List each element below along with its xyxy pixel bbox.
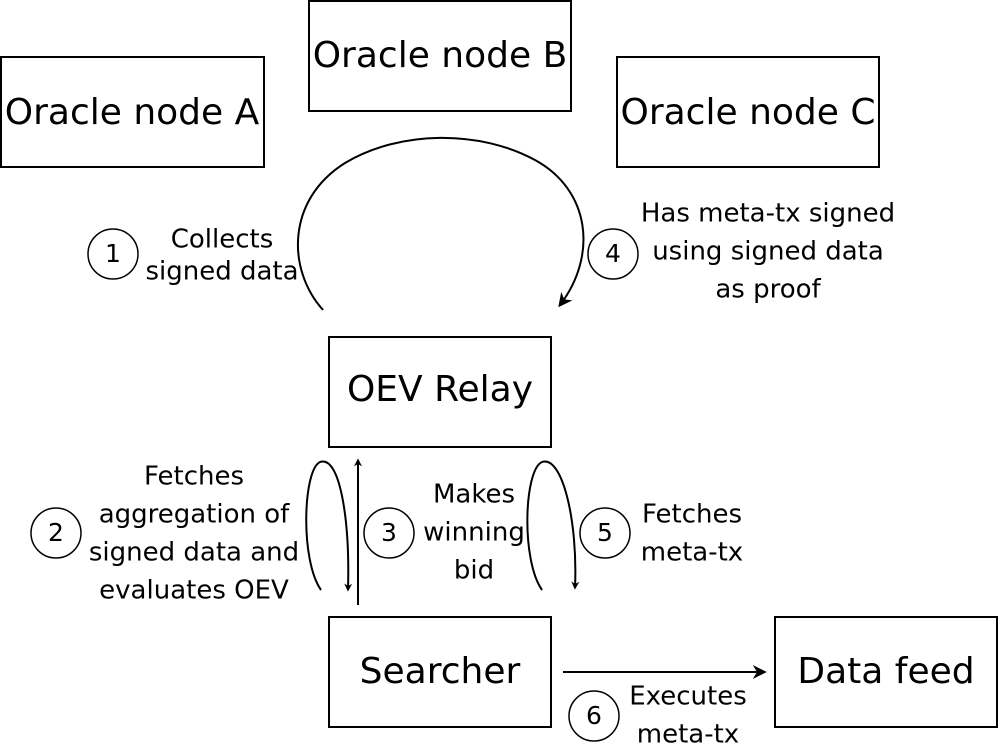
step-3-line-3: bid <box>454 556 494 586</box>
step-4-line-3: as proof <box>715 275 821 305</box>
step-1-marker: 1 <box>87 228 139 280</box>
step-1-line-1: Collects <box>171 225 274 255</box>
oev-relay: OEV Relay <box>328 336 552 448</box>
step-5-marker: 5 <box>579 507 631 559</box>
step-6-number: 6 <box>586 701 602 730</box>
step-4-line-2: using signed data <box>652 237 884 267</box>
step-3-marker: 3 <box>363 507 415 559</box>
step-3-label: Makes winning bid <box>423 480 525 586</box>
oracle-node-b: Oracle node B <box>308 0 572 112</box>
step-5-line-2: meta-tx <box>641 538 743 568</box>
data-feed: Data feed <box>774 616 998 728</box>
step-2-line-1: Fetches <box>144 462 244 492</box>
oev-relay-label: OEV Relay <box>347 369 533 410</box>
step-4-number: 4 <box>605 239 621 268</box>
oracle-node-a: Oracle node A <box>0 56 265 168</box>
step-2-line-4: evaluates OEV <box>99 576 289 606</box>
step-2-marker: 2 <box>30 507 82 559</box>
step-1-line-2: signed data <box>145 257 298 287</box>
step-1-number: 1 <box>105 239 121 268</box>
step-1-label: Collects signed data <box>145 225 298 287</box>
step-2-line-3: signed data and <box>89 538 299 568</box>
step-2-line-2: aggregation of <box>99 500 290 530</box>
step-4-label: Has meta-tx signed using signed data as … <box>641 199 895 305</box>
step-6-line-1: Executes <box>629 682 747 712</box>
step-4-line-1: Has meta-tx signed <box>641 199 895 229</box>
oracle-node-a-label: Oracle node A <box>5 92 260 133</box>
searcher: Searcher <box>328 616 552 728</box>
step-5-line-1: Fetches <box>642 500 742 530</box>
step-5-number: 5 <box>597 518 613 547</box>
step-3-line-2: winning <box>423 518 525 548</box>
step-6-line-2: meta-tx <box>637 720 739 750</box>
oracle-node-c: Oracle node C <box>616 56 880 168</box>
oracle-node-c-label: Oracle node C <box>620 92 875 133</box>
collect-sign-arc <box>296 136 585 311</box>
step-5-label: Fetches meta-tx <box>641 500 743 568</box>
data-feed-label: Data feed <box>797 651 974 692</box>
oracle-node-b-label: Oracle node B <box>313 35 568 76</box>
step-6-label: Executes meta-tx <box>629 682 747 750</box>
step-4-marker: 4 <box>587 228 639 280</box>
fetch-meta-tx-loop <box>526 460 580 591</box>
fetch-aggregation-loop <box>305 460 353 592</box>
step-2-number: 2 <box>48 518 64 547</box>
step-3-line-1: Makes <box>433 480 515 510</box>
step-2-label: Fetches aggregation of signed data and e… <box>89 462 299 606</box>
step-3-number: 3 <box>381 518 397 547</box>
step-6-marker: 6 <box>568 690 620 742</box>
searcher-label: Searcher <box>360 651 521 692</box>
